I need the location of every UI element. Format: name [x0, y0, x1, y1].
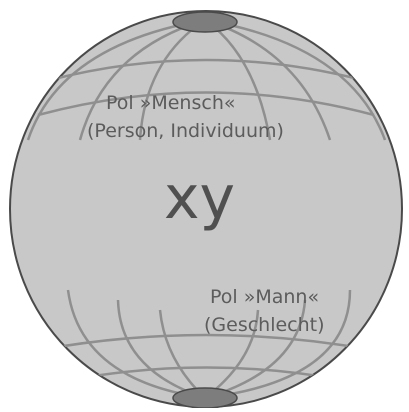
center-label: xy: [164, 168, 235, 228]
pol-mann-label: Pol »Mann«: [210, 288, 319, 307]
north-pole-cap: [173, 12, 237, 32]
south-pole-cap: [173, 388, 237, 408]
pol-mann-sublabel: (Geschlecht): [204, 316, 325, 335]
pol-mensch-label: Pol »Mensch«: [106, 94, 235, 113]
pol-mensch-sublabel: (Person, Individuum): [87, 122, 284, 141]
